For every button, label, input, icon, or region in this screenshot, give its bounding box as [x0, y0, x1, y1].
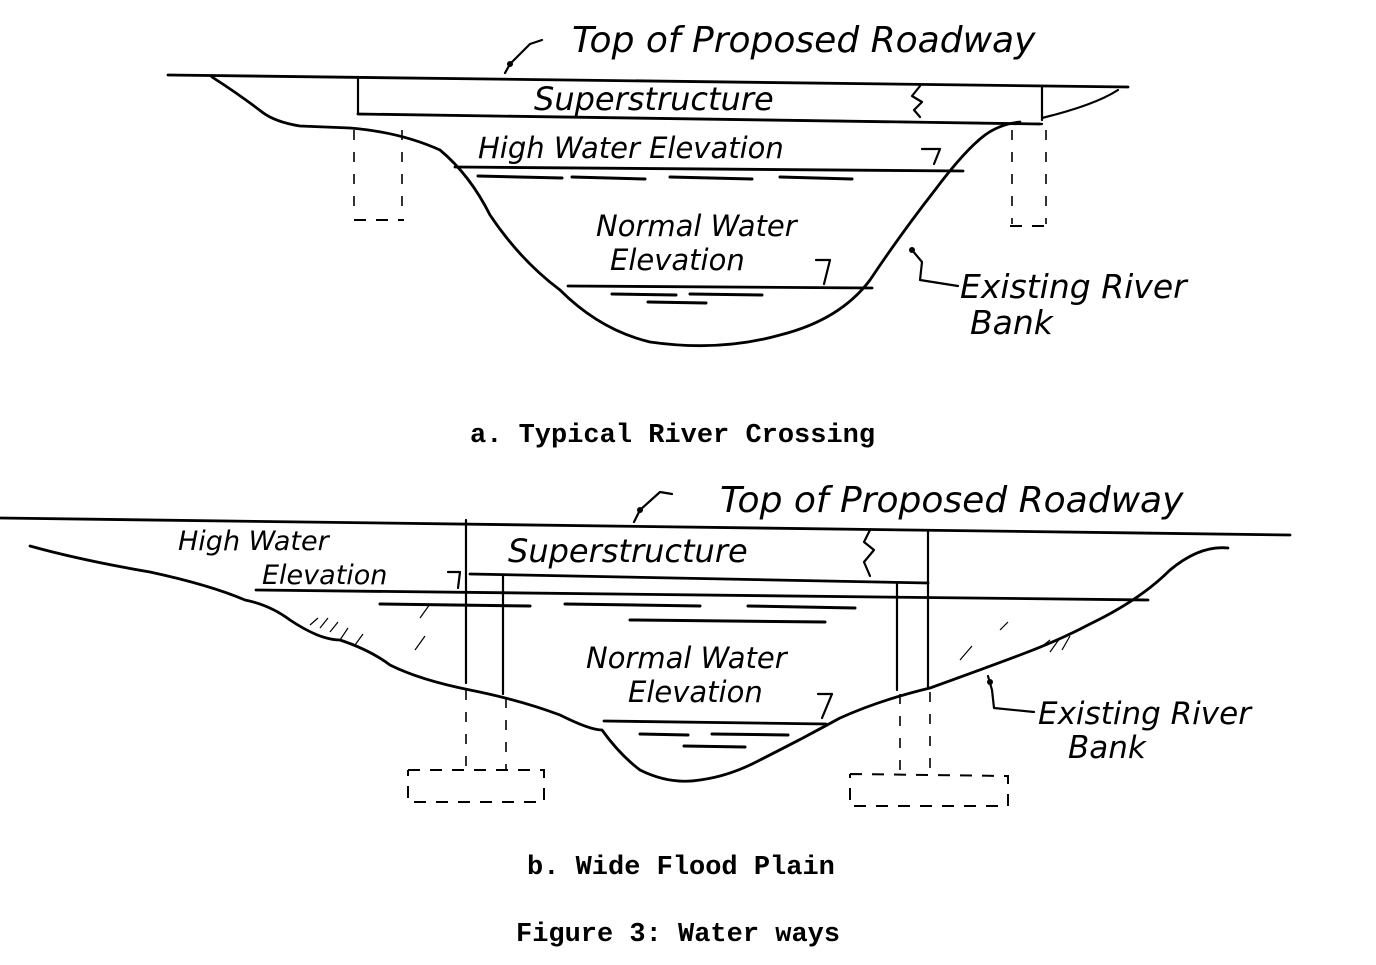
- panel-b-roadway-leader-dot: [637, 507, 643, 513]
- panel-b-high-water-pointer: [446, 570, 462, 590]
- panel-a-water-mark: [476, 174, 564, 180]
- panel-a-water-mark: [778, 175, 854, 181]
- panel-a-water-mark: [688, 292, 764, 297]
- panel-a-deck-bottom: [356, 112, 1042, 126]
- panel-b-superstructure-dim: [862, 528, 876, 578]
- panel-a-river-bank: [210, 75, 1022, 348]
- panel-a-water-mark: [646, 300, 708, 305]
- panel-a-right-embankment: [1040, 88, 1120, 120]
- panel-b-right-footing: [849, 773, 1009, 807]
- panel-b-left-footing: [407, 769, 545, 803]
- panel-b-water-mark: [378, 602, 532, 608]
- panel-b-river-bank-label-1: Existing River: [1038, 696, 1253, 732]
- panel-b-left-pile: [465, 690, 507, 770]
- panel-a-water-mark: [668, 175, 754, 181]
- panel-a-roadway-leader: [503, 38, 544, 75]
- panel-b-wide-flood-plain: Top of Proposed Roadway Superstructure H…: [0, 480, 1292, 883]
- panel-b-high-water-label-1: High Water: [178, 526, 331, 557]
- panel-a-left-pile: [353, 130, 403, 218]
- panel-b-superstructure-label: Superstructure: [508, 532, 748, 570]
- panel-b-right-hatch: [959, 621, 1071, 661]
- panel-a-normal-water-label-1: Normal Water: [596, 209, 799, 243]
- panel-a-water-mark: [570, 175, 647, 181]
- panel-b-roadway-leader: [632, 490, 674, 524]
- panel-b-high-water-line: [254, 588, 1150, 602]
- panel-b-high-water-label-2: Elevation: [262, 560, 387, 591]
- panel-b-water-mark: [682, 744, 747, 749]
- panel-b-roadway-label: Top of Proposed Roadway: [720, 480, 1184, 521]
- panel-b-right-pile: [899, 692, 931, 775]
- panel-a-roadway-line: [166, 73, 1130, 89]
- panel-a-caption: a. Typical River Crossing: [470, 421, 875, 451]
- panel-b-caption: b. Wide Flood Plain: [527, 853, 835, 883]
- panel-b-water-mark: [710, 732, 790, 737]
- panel-b-left-hatch: [309, 603, 431, 651]
- panel-b-roadway-line: [0, 516, 1292, 537]
- panel-a-water-mark: [610, 292, 678, 297]
- panel-b-river-bank: [28, 544, 1230, 783]
- panel-a-roadway-label: Top of Proposed Roadway: [572, 20, 1036, 61]
- panel-b-water-mark: [746, 604, 857, 610]
- panel-b-bank-leader-dot: [987, 679, 993, 685]
- panel-b-deck-bottom: [468, 572, 930, 585]
- panel-a-typical-river-crossing: Top of Proposed Roadway Superstructure H…: [166, 20, 1189, 451]
- panel-a-normal-water-label-2: Elevation: [610, 243, 745, 277]
- panel-a-river-bank-label-1: Existing River: [960, 267, 1189, 306]
- panel-a-superstructure-dim: [910, 84, 924, 119]
- panel-a-river-bank-label-2: Bank: [970, 303, 1055, 342]
- panel-b-bank-leader: [986, 674, 1036, 714]
- panel-a-superstructure-label: Superstructure: [534, 80, 774, 118]
- panel-b-water-mark: [563, 602, 702, 608]
- panel-b-left-pier: [464, 518, 505, 696]
- panel-a-bank-leader-dot: [909, 247, 915, 253]
- panel-b-water-mark: [638, 732, 690, 737]
- panel-a-roadway-leader-dot: [507, 61, 513, 67]
- panel-b-normal-water-label-1: Normal Water: [586, 641, 789, 675]
- panel-b-normal-water-label-2: Elevation: [628, 675, 763, 709]
- panel-a-high-water-label: High Water Elevation: [478, 131, 784, 165]
- panel-a-right-pile: [1011, 130, 1047, 224]
- panel-a-high-water-pointer: [920, 147, 942, 166]
- panel-b-river-bank-label-2: Bank: [1068, 730, 1147, 766]
- panel-b-water-mark: [628, 618, 827, 624]
- figure-caption: Figure 3: Water ways: [516, 920, 840, 950]
- panel-b-normal-water-line: [602, 719, 828, 726]
- panel-a-normal-water-pointer: [814, 258, 832, 286]
- panel-b-right-pier: [895, 530, 930, 692]
- panel-a-bank-leader: [910, 248, 960, 288]
- panel-b-normal-water-pointer: [816, 692, 834, 720]
- panel-a-high-water-line: [453, 165, 965, 173]
- panel-a-normal-water-line: [566, 284, 874, 290]
